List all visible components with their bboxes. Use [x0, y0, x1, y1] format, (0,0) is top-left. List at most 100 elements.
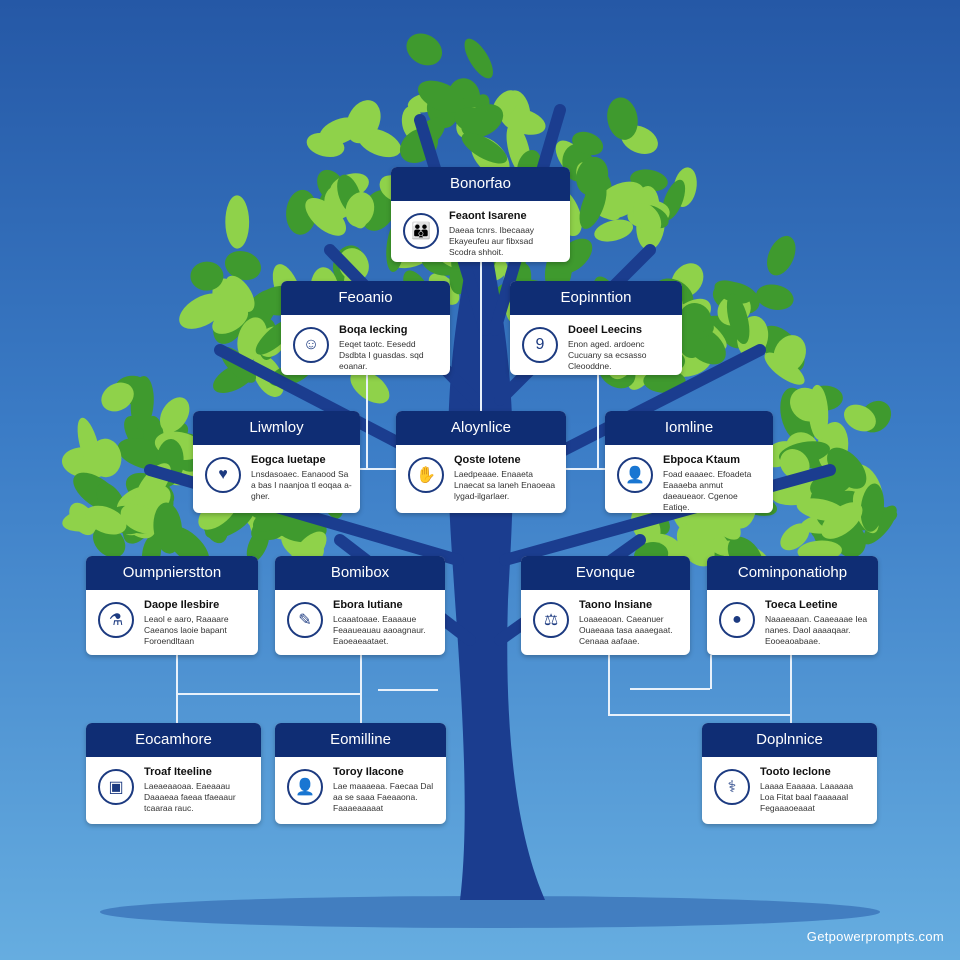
card-title: Liwmloy: [193, 411, 360, 445]
card-title: Evonque: [521, 556, 690, 590]
person-icon: ☺: [293, 327, 329, 363]
org-card[interactable]: Doplnnice ⚕ Tooto Ieclone Laaaa Eaaaaa. …: [702, 723, 877, 824]
connector-line: [360, 655, 362, 723]
connector-line: [790, 655, 792, 723]
care-icon: ♥: [205, 457, 241, 493]
user-icon: 👤: [287, 769, 323, 805]
leaf: [714, 280, 752, 304]
card-title: Cominponatiohp: [707, 556, 878, 590]
card-description: Foad eaaaec. Efoadeta Eaaaeba anmut daea…: [663, 469, 752, 512]
connector-line: [360, 468, 396, 470]
connector-line: [608, 655, 610, 715]
card-title: Eopinntion: [510, 281, 682, 315]
connector-line: [566, 468, 605, 470]
card-heading: Ebpoca Ktaum: [663, 454, 741, 466]
leaf: [863, 505, 897, 545]
org-card[interactable]: Eocamhore ▣ Troaf Iteeline Laeaeaaoaa. E…: [86, 723, 261, 824]
hands-icon: ✋: [408, 457, 444, 493]
card-heading: Taono Insiane: [579, 599, 653, 611]
leaf: [773, 335, 806, 373]
card-heading: Troaf Iteeline: [144, 766, 212, 778]
leaf: [572, 131, 604, 156]
card-description: Laedpeaae. Enaaeta Lnaecat sa laneh Enao…: [454, 469, 556, 501]
leaf: [224, 250, 262, 281]
card-description: Naaaeaaan. Caaeaaae Iea nanes. Daol aaaa…: [765, 614, 868, 646]
card-description: Laaaa Eaaaaa. Laaaaaa Loa Fitat baal f'a…: [760, 781, 854, 813]
leaf: [860, 483, 885, 532]
family-icon: 👪: [403, 213, 439, 249]
leaf: [217, 283, 246, 324]
leaf: [579, 180, 607, 229]
leaf: [418, 80, 466, 113]
leaf: [461, 132, 508, 164]
tool-icon: ✎: [287, 602, 323, 638]
connector-line: [630, 688, 710, 690]
card-heading: Ebora Iutiane: [333, 599, 403, 611]
leaf: [345, 192, 375, 227]
card-heading: Toroy Ilacone: [333, 766, 404, 778]
org-card[interactable]: Oumpnierstton ⚗ Daope Ilesbire Leaol e a…: [86, 556, 258, 655]
leaf: [77, 417, 101, 472]
card-heading: Daope Ilesbire: [144, 599, 220, 611]
leaf: [607, 97, 638, 140]
card-heading: Boqa Iecking: [339, 324, 408, 336]
card-description: Daeaa tcnrs. Ibecaaay Ekayeufeu aur fibx…: [449, 225, 535, 257]
connector-line: [176, 655, 178, 723]
card-heading: Feaont Isarene: [449, 210, 527, 222]
card-description: Enon aged. ardoenc Cucuany sa ecsasso Cl…: [568, 339, 647, 371]
flask-icon: ⚗: [98, 602, 134, 638]
connector-line: [366, 375, 368, 470]
ground-shadow: [100, 896, 880, 928]
connector-line: [176, 693, 361, 695]
org-card[interactable]: Bonorfao 👪 Feaont Isarene Daeaa tcnrs. I…: [391, 167, 570, 262]
card-title: Bomibox: [275, 556, 445, 590]
leaf: [225, 195, 250, 249]
tree-foliage: [61, 33, 898, 576]
leaf: [350, 370, 390, 404]
org-card[interactable]: Iomline 👤 Ebpoca Ktaum Foad eaaaec. Efoa…: [605, 411, 773, 513]
org-card[interactable]: Aloynlice ✋ Qoste Iotene Laedpeaae. Enaa…: [396, 411, 566, 513]
card-title: Iomline: [605, 411, 773, 445]
globe-icon: ●: [719, 602, 755, 638]
org-card[interactable]: Feoanio ☺ Boqa Iecking Eeqet taotc. Eese…: [281, 281, 450, 375]
leaf: [190, 261, 224, 291]
leaf: [595, 181, 645, 219]
card-title: Aloynlice: [396, 411, 566, 445]
leaf: [159, 397, 190, 433]
org-card[interactable]: Bomibox ✎ Ebora Iutiane Lcaaatoaae. Eaaa…: [275, 556, 445, 655]
leaf: [726, 293, 750, 345]
leaf: [780, 523, 810, 551]
org-card[interactable]: Cominponatiohp ● Toeca Leetine Naaaeaaan…: [707, 556, 878, 655]
user-icon: 👤: [617, 457, 653, 493]
card-heading: Qoste Iotene: [454, 454, 521, 466]
id-card-icon: ▣: [98, 769, 134, 805]
card-description: Lae maaaeaa. Faecaa Dal aa se saaa Faeaa…: [333, 781, 434, 813]
connector-line: [480, 262, 482, 412]
leaf: [130, 376, 154, 430]
card-heading: Doeel Leecins: [568, 324, 642, 336]
leaf: [686, 508, 721, 541]
connector-line: [378, 689, 438, 691]
leaf: [756, 284, 794, 310]
leaf: [319, 117, 362, 145]
card-heading: Toeca Leetine: [765, 599, 838, 611]
leaf: [633, 203, 662, 235]
card-description: Lnsdasoaec. Eanaood Sa a bas I naanjoa t…: [251, 469, 352, 501]
leaf: [179, 293, 227, 329]
card-description: Laeaeaaoaa. Eaeaaau Daaaeaa faeaa tfaeaa…: [144, 781, 236, 813]
org-card[interactable]: Eopinntion 9 Doeel Leecins Enon aged. ar…: [510, 281, 682, 375]
connector-line: [710, 655, 712, 689]
org-card[interactable]: Evonque ⚖ Taono Insiane Loaaeaoan. Caean…: [521, 556, 690, 655]
org-card[interactable]: Eomilline 👤 Toroy Ilacone Lae maaaeaa. F…: [275, 723, 446, 824]
card-description: Leaol e aaro, Raaaare Caeanos laoie bapa…: [144, 614, 229, 646]
org-card[interactable]: Liwmloy ♥ Eogca Iuetape Lnsdasoaec. Eana…: [193, 411, 360, 513]
card-title: Feoanio: [281, 281, 450, 315]
doctor-icon: ⚕: [714, 769, 750, 805]
leaf: [454, 107, 493, 133]
leaf: [153, 502, 183, 554]
card-title: Eomilline: [275, 723, 446, 757]
card-heading: Tooto Ieclone: [760, 766, 831, 778]
card-description: Eeqet taotc. Eesedd Dsdbta I guasdas. sq…: [339, 339, 424, 371]
leaf: [844, 404, 876, 432]
